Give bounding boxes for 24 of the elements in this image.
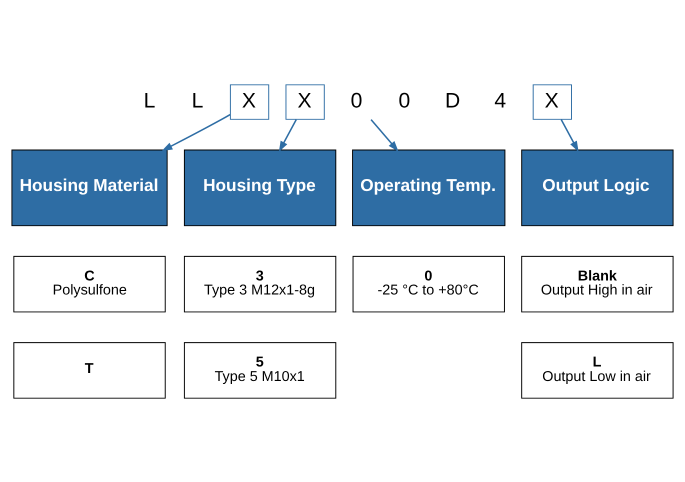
label: L <box>192 88 204 112</box>
node-box: Housing Material <box>11 149 168 226</box>
arrow <box>370 118 399 152</box>
node-box: Operating Temp. <box>352 149 506 226</box>
node-box: T <box>13 342 166 398</box>
node-box: C Polysulfone <box>13 255 166 312</box>
node-box: Blank Output High in air <box>521 255 674 312</box>
label: 4 <box>494 88 506 112</box>
node-box: X <box>285 84 325 120</box>
arrow <box>278 118 297 152</box>
node-box: Housing Type <box>184 149 336 226</box>
node-box: 0 -25 °C to +80°C <box>352 255 505 312</box>
label: L <box>144 88 156 112</box>
node-text: 0 <box>350 88 362 112</box>
label: D <box>445 88 460 112</box>
arrow <box>560 118 579 152</box>
node-box: Output Logic <box>521 149 674 226</box>
node-box: L Output Low in air <box>521 342 674 398</box>
arrow <box>162 113 231 150</box>
node-box: X <box>230 84 270 120</box>
label: 0 <box>398 88 410 112</box>
node-box: 3 Type 3 M12x1-8g <box>184 255 336 312</box>
node-box: X <box>532 84 572 120</box>
node-box: 5 Type 5 M10x1 <box>184 342 336 398</box>
